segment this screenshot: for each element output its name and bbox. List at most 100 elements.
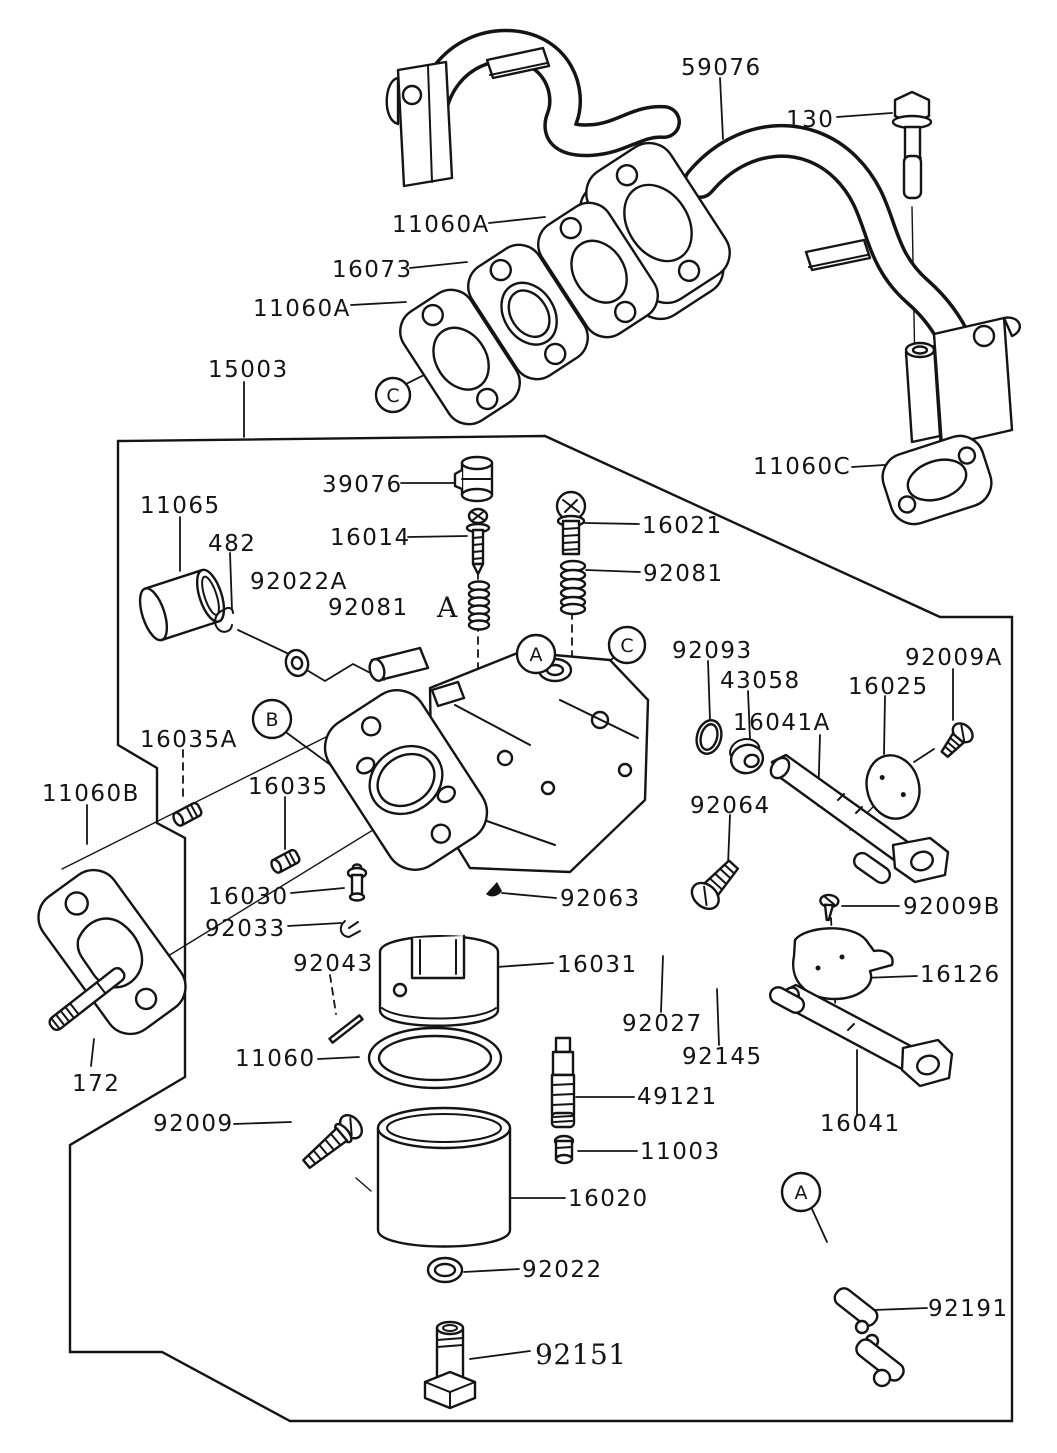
part-16030-needle-valve-drawing <box>346 863 368 902</box>
part-92081a-spring-drawing <box>467 580 491 631</box>
part-label-11003: 11003 <box>640 1139 721 1165</box>
part-11060b-gasket-drawing <box>37 868 187 1036</box>
part-11060a-gasket-top-drawing <box>537 201 659 339</box>
assembly-box-outline <box>68 434 1014 1423</box>
part-label-92022a: 92022A <box>250 569 348 595</box>
part-92064-screw-drawing <box>690 859 740 911</box>
part-label-16014: 16014 <box>330 525 411 551</box>
part-label-92064: 92064 <box>690 793 771 819</box>
part-16031-float-drawing <box>378 934 500 1027</box>
part-16073-gasket-drawing <box>467 243 589 381</box>
part-label-92081a-suffix: A <box>436 591 458 624</box>
part-49121-main-jet-drawing <box>550 1036 576 1129</box>
part-label-16035: 16035 <box>248 774 329 800</box>
part-16041-choke-shaft-drawing <box>768 983 954 1088</box>
balloon-letter: C <box>386 385 399 407</box>
part-130-bolt-drawing <box>891 90 933 200</box>
part-label-11060a-top: 11060A <box>392 212 490 238</box>
part-92022-oring-drawing <box>426 1256 464 1284</box>
part-label-92009: 92009 <box>153 1111 234 1137</box>
balloon-circle <box>374 376 412 414</box>
part-label-16041a: 16041A <box>733 710 831 736</box>
part-label-92063: 92063 <box>560 886 641 912</box>
part-11003-jet-drawing <box>553 1134 575 1165</box>
balloon-circle <box>607 625 647 665</box>
part-label-16035a: 16035A <box>140 727 238 753</box>
balloon-letter: B <box>265 709 278 731</box>
part-11060a-gasket-left-drawing <box>399 288 521 426</box>
part-label-39076: 39076 <box>322 472 403 498</box>
part-59076-manifold-drawing <box>385 28 1022 448</box>
part-label-92191: 92191 <box>928 1296 1009 1322</box>
part-43058-bushing-drawing <box>729 738 765 775</box>
part-92033-clip-drawing <box>339 920 361 939</box>
part-92043-float-pin-drawing <box>328 1014 364 1044</box>
part-92081-spring-drawing <box>559 559 587 616</box>
ref-balloon-a-4: A <box>780 1171 822 1213</box>
part-label-92022: 92022 <box>522 1257 603 1283</box>
part-16041a-throttle-shaft-drawing <box>769 753 950 885</box>
balloon-circle <box>780 1171 822 1213</box>
part-label-43058: 43058 <box>720 668 801 694</box>
part-92009b-screw-drawing <box>819 893 840 922</box>
part-label-16031: 16031 <box>557 952 638 978</box>
part-15003-carburetor-body-drawing <box>323 646 650 874</box>
part-92151-bowl-bolt-drawing <box>423 1320 477 1410</box>
part-92009-screw-drawing <box>302 1113 364 1170</box>
balloon-circle <box>251 698 293 740</box>
part-16035-jet-drawing <box>270 848 301 874</box>
part-11065-cap-drawing <box>138 568 226 642</box>
ref-balloon-a-1: A <box>515 633 557 675</box>
part-label-92033: 92033 <box>205 916 286 942</box>
part-92009a-screw-drawing <box>940 722 974 759</box>
part-92022a-washer-drawing <box>284 648 310 678</box>
part-label-11065: 11065 <box>140 493 221 519</box>
part-label-92093: 92093 <box>672 638 753 664</box>
part-label-16041: 16041 <box>820 1111 901 1137</box>
part-label-92145: 92145 <box>682 1044 763 1070</box>
part-label-130: 130 <box>786 107 834 133</box>
part-39076-drawing <box>453 455 494 503</box>
part-label-16030: 16030 <box>208 884 289 910</box>
part-172-stud-drawing <box>48 967 126 1031</box>
part-label-11060: 11060 <box>235 1046 316 1072</box>
part-16021-screw-drawing <box>555 490 587 556</box>
part-16020-float-bowl-drawing <box>376 1106 512 1248</box>
part-label-482: 482 <box>208 531 256 557</box>
part-label-92009b: 92009B <box>903 894 1001 920</box>
part-label-92081: 92081 <box>643 561 724 587</box>
part-label-92081a: 92081 <box>328 595 409 621</box>
part-16126-choke-plate-drawing <box>791 927 894 1001</box>
part-label-92009a: 92009A <box>905 645 1003 671</box>
part-11060c-gasket-drawing <box>881 434 993 526</box>
ref-balloon-b-3: B <box>251 698 293 740</box>
part-482-clip-drawing <box>214 606 234 633</box>
part-label-92027: 92027 <box>622 1011 703 1037</box>
balloon-circle <box>515 633 557 675</box>
part-92093-oring-drawing <box>695 719 723 755</box>
part-label-11060c: 11060C <box>753 454 851 480</box>
part-92191-tube-drawing <box>833 1287 905 1388</box>
part-label-92043: 92043 <box>293 951 374 977</box>
part-label-59076: 59076 <box>681 55 762 81</box>
balloon-letter: A <box>795 1182 808 1204</box>
part-label-16073: 16073 <box>332 257 413 283</box>
part-label-15003: 15003 <box>208 357 289 383</box>
balloon-letter: A <box>530 644 543 666</box>
part-label-16025: 16025 <box>848 674 929 700</box>
part-label-92151: 92151 <box>535 1338 627 1371</box>
part-label-49121: 49121 <box>637 1084 718 1110</box>
part-16014-pilot-screw-drawing <box>465 507 491 576</box>
part-label-11060b: 11060B <box>42 781 140 807</box>
part-label-16020: 16020 <box>568 1186 649 1212</box>
ref-balloon-c-0: C <box>374 376 412 414</box>
part-11060-gasket-ring-drawing <box>367 1026 503 1090</box>
part-92063-plug-drawing <box>486 882 502 897</box>
part-label-172: 172 <box>72 1071 120 1097</box>
ref-balloon-c-2: C <box>607 625 647 665</box>
part-16025-throttle-valve-drawing <box>865 754 921 820</box>
part-label-16021: 16021 <box>642 513 723 539</box>
part-label-16126: 16126 <box>920 962 1001 988</box>
